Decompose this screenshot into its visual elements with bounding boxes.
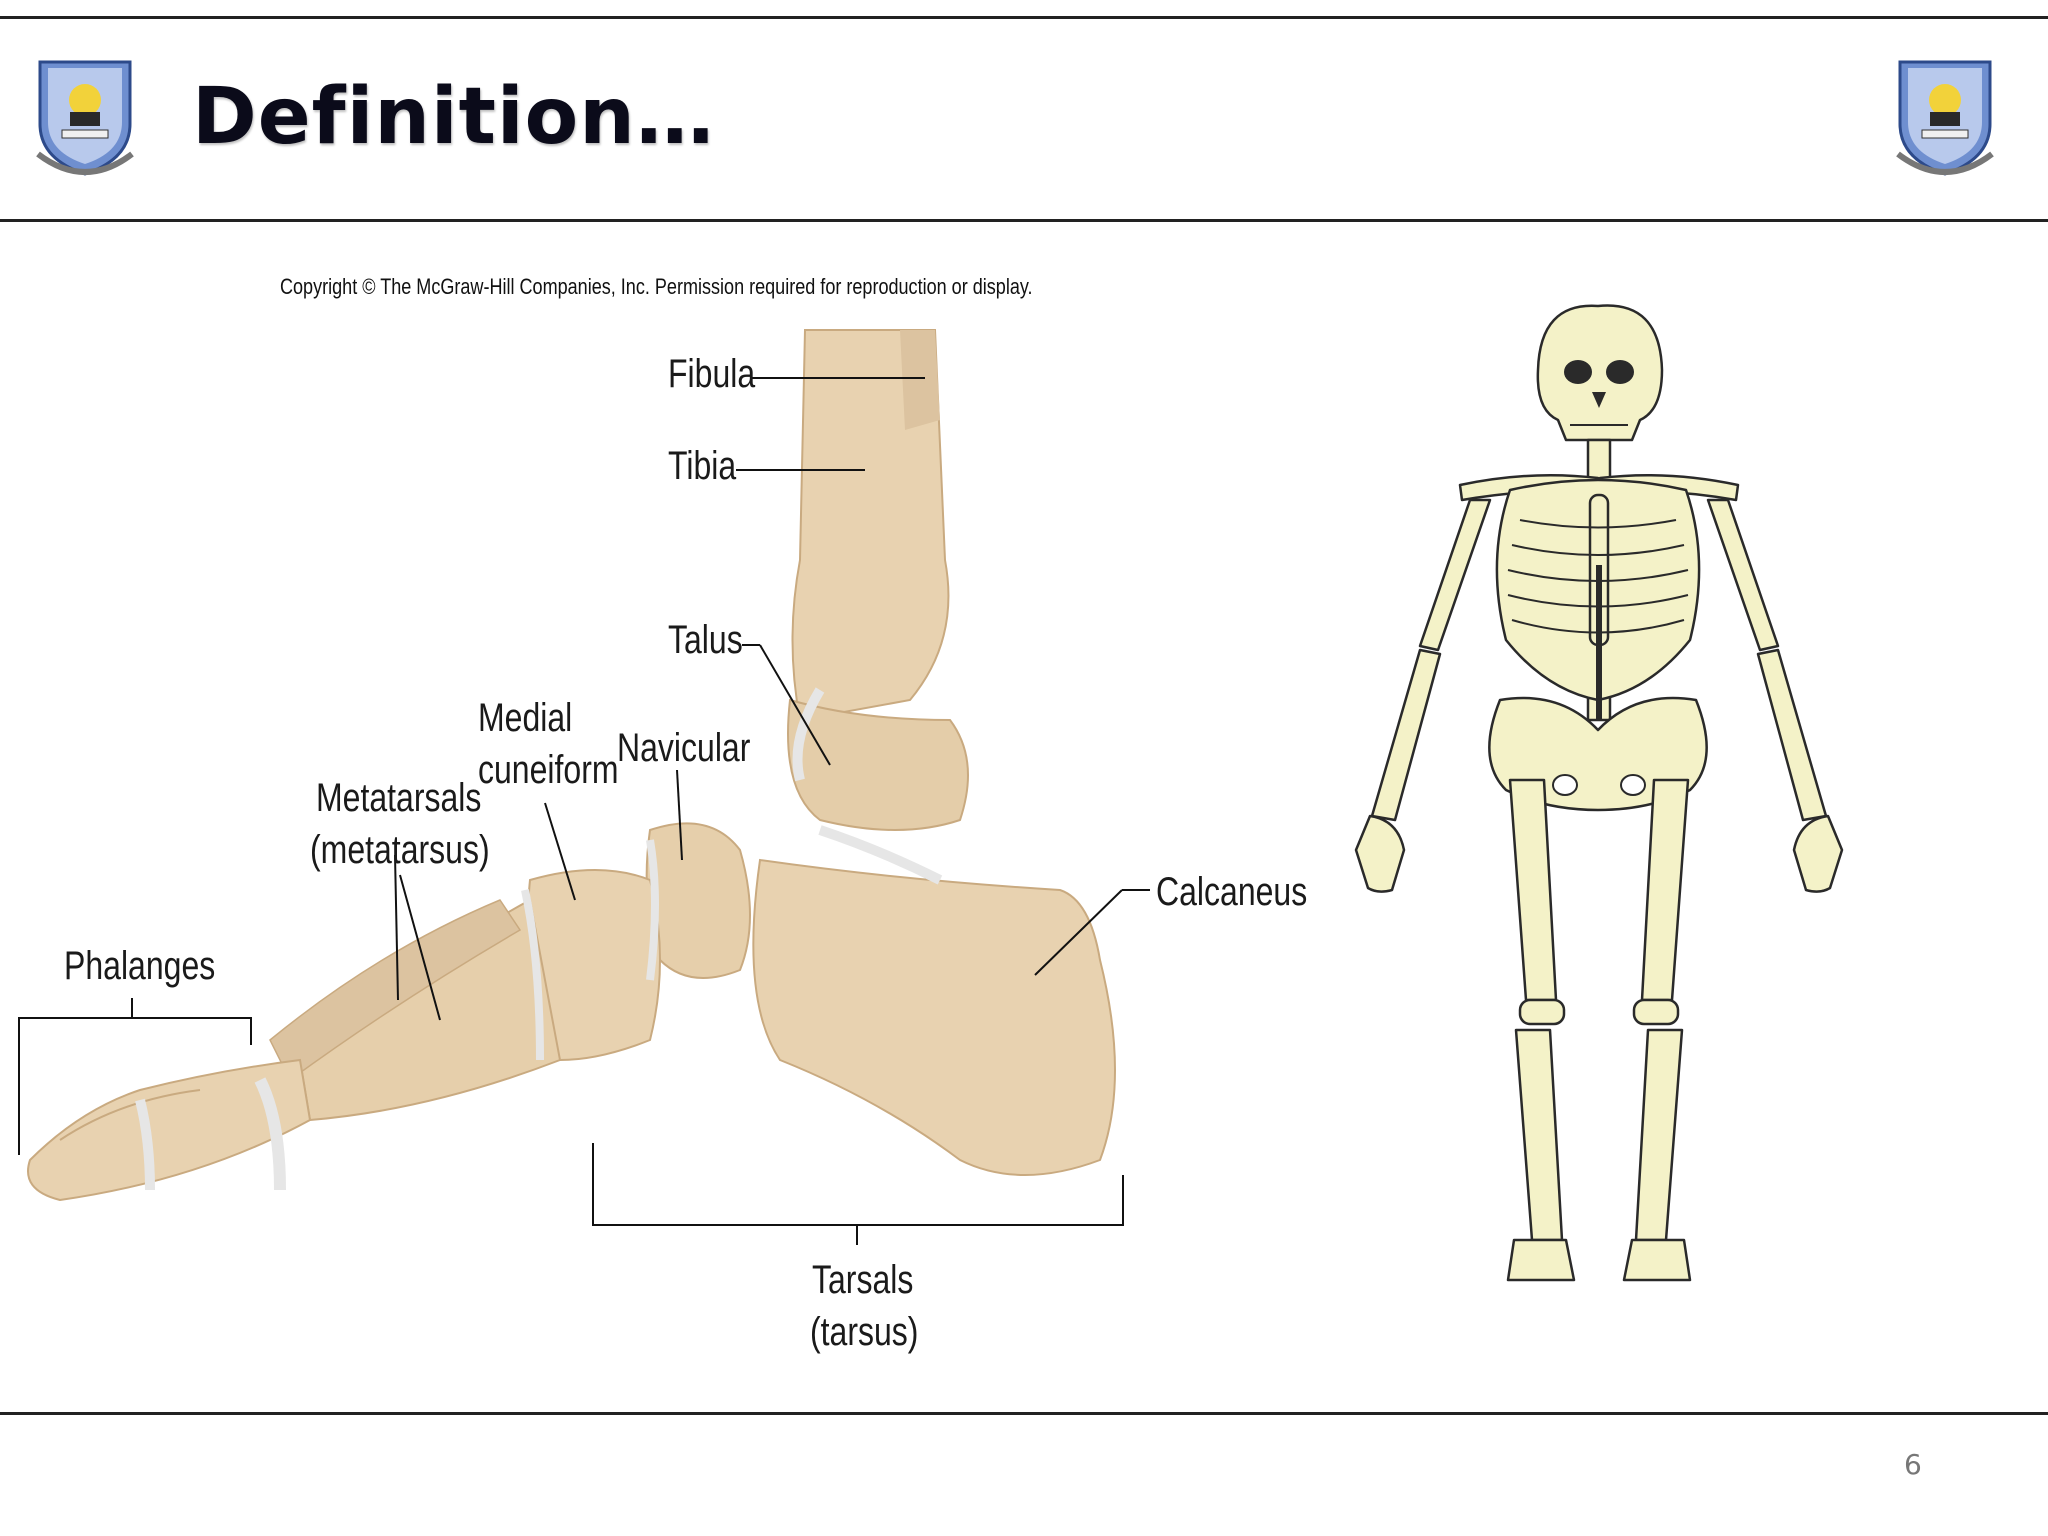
top-rule bbox=[0, 16, 2048, 19]
page-number: 6 bbox=[1904, 1448, 1922, 1481]
slide-title: Definition… bbox=[192, 78, 715, 156]
label-tibia: Tibia bbox=[668, 444, 736, 488]
label-metatarsals-line2: (metatarsus) bbox=[310, 828, 490, 872]
university-logo-right bbox=[1892, 54, 1998, 184]
label-medial-cuneiform-line2: cuneiform bbox=[478, 748, 619, 792]
label-talus: Talus bbox=[668, 618, 743, 662]
full-skeleton-illustration bbox=[1340, 290, 1880, 1300]
label-tarsals-line2: (tarsus) bbox=[810, 1310, 918, 1354]
label-medial-cuneiform-line1: Medial bbox=[478, 696, 572, 740]
label-metatarsals-line1: Metatarsals bbox=[316, 776, 481, 820]
footer-rule bbox=[0, 1412, 2048, 1415]
label-phalanges: Phalanges bbox=[64, 944, 215, 988]
header-rule bbox=[0, 219, 2048, 222]
foot-bones-illustration bbox=[0, 300, 1320, 1380]
copyright-notice: Copyright © The McGraw-Hill Companies, I… bbox=[280, 274, 1033, 300]
label-tarsals-line1: Tarsals bbox=[812, 1258, 913, 1302]
university-logo-left bbox=[32, 54, 138, 184]
label-calcaneus: Calcaneus bbox=[1156, 870, 1307, 914]
label-navicular: Navicular bbox=[617, 726, 750, 770]
label-fibula: Fibula bbox=[668, 352, 755, 396]
